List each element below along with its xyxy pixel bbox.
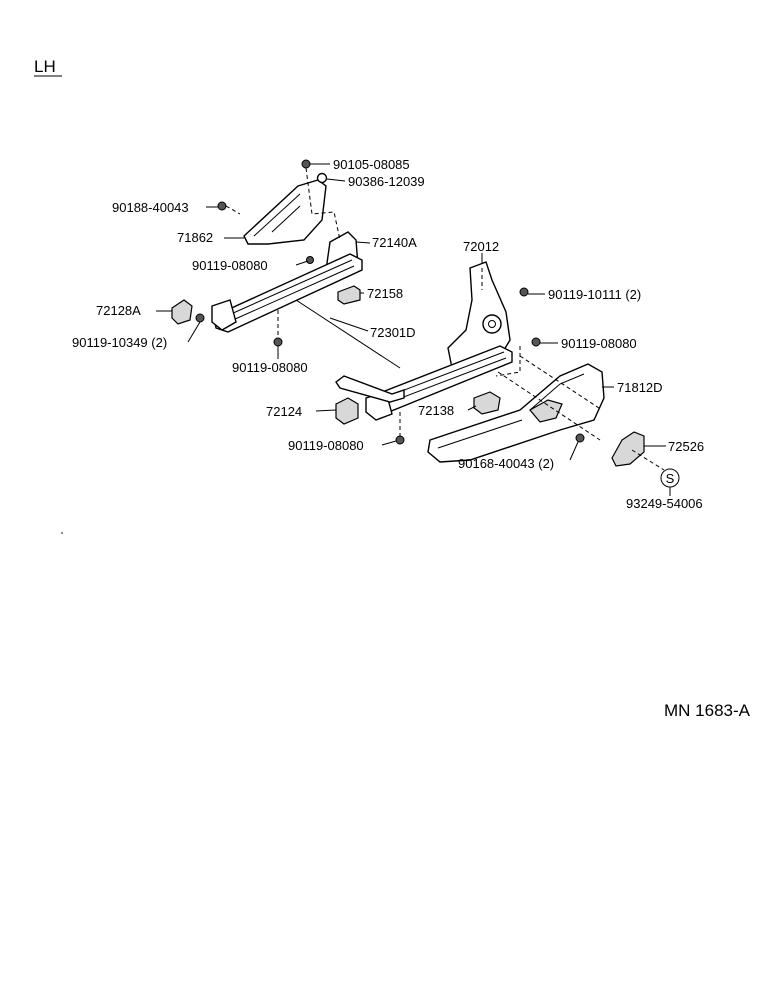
label-72526: 72526: [668, 439, 704, 454]
label-72128a: 72128A: [96, 303, 141, 318]
stopper-72158: [337, 285, 361, 305]
cover-72138: [473, 391, 501, 415]
leader-lines: [156, 163, 671, 496]
dash-knob-clip: [631, 449, 665, 471]
bolt-90119-c: [531, 337, 541, 347]
shield-71812d-inner: [437, 373, 585, 449]
link-wire-72301d: [295, 299, 401, 369]
label-71812d: 71812D: [617, 380, 663, 395]
label-72138: 72138: [418, 403, 454, 418]
nut-90386: [316, 172, 328, 184]
label-72012: 72012: [463, 239, 499, 254]
label-72140a: 72140A: [372, 235, 417, 250]
knob-72526: [611, 431, 645, 467]
speck: [61, 532, 63, 534]
label-90119-08080-b: 90119-08080: [232, 360, 308, 375]
shield-71812d-window: [529, 399, 563, 423]
label-90119-08080-a: 90119-08080: [192, 258, 268, 273]
label-90119-08080-d: 90119-08080: [288, 438, 364, 453]
label-90119-10111: 90119-10111 (2): [548, 287, 641, 302]
side-label: LH: [34, 57, 56, 76]
dash-bolt-cover: [225, 205, 241, 215]
dash-shield: [497, 355, 603, 441]
inner-seat-track-groove: [221, 259, 355, 325]
cover-72128a: [171, 299, 193, 325]
diagram-code: MN 1683-A: [664, 701, 751, 720]
bolt-90105: [301, 159, 311, 169]
shield-71812d: [427, 363, 605, 463]
adjusting-lever: [335, 375, 405, 403]
label-72158: 72158: [367, 286, 403, 301]
bolt-90119-b: [273, 337, 283, 347]
label-72124: 72124: [266, 404, 302, 419]
assembly-lines: [225, 167, 665, 471]
bolt-90119-d: [395, 435, 405, 445]
bolt-90119-10349: [195, 313, 205, 323]
dash-cover-bracket: [305, 167, 341, 241]
label-90119-08080-c: 90119-08080: [561, 336, 637, 351]
dash-recliner: [481, 268, 521, 377]
bolt-90188: [217, 201, 227, 211]
inner-track-end: [211, 299, 237, 331]
label-90119-10349: 90119-10349 (2): [72, 335, 167, 350]
bolt-90119-a: [306, 256, 314, 264]
label-72301d: 72301D: [370, 325, 416, 340]
label-90188-40043: 90188-40043: [112, 200, 189, 215]
recliner-hinge-center: [488, 320, 496, 328]
label-71862: 71862: [177, 230, 213, 245]
label-90386-12039: 90386-12039: [348, 174, 425, 189]
cover-71862: [243, 179, 327, 245]
label-90168-40043: 90168-40043 (2): [458, 456, 554, 471]
label-90105-08085: 90105-08085: [333, 157, 410, 172]
fasteners: [195, 159, 585, 445]
bolt-90168: [575, 433, 585, 443]
cover-72124: [335, 397, 359, 425]
label-93249-54006: 93249-54006: [626, 496, 703, 511]
cover-71862-detail: [253, 193, 301, 237]
recliner-hinge: [482, 314, 502, 334]
clip-symbol: S: [666, 471, 675, 486]
bolt-90119-10111: [519, 287, 529, 297]
